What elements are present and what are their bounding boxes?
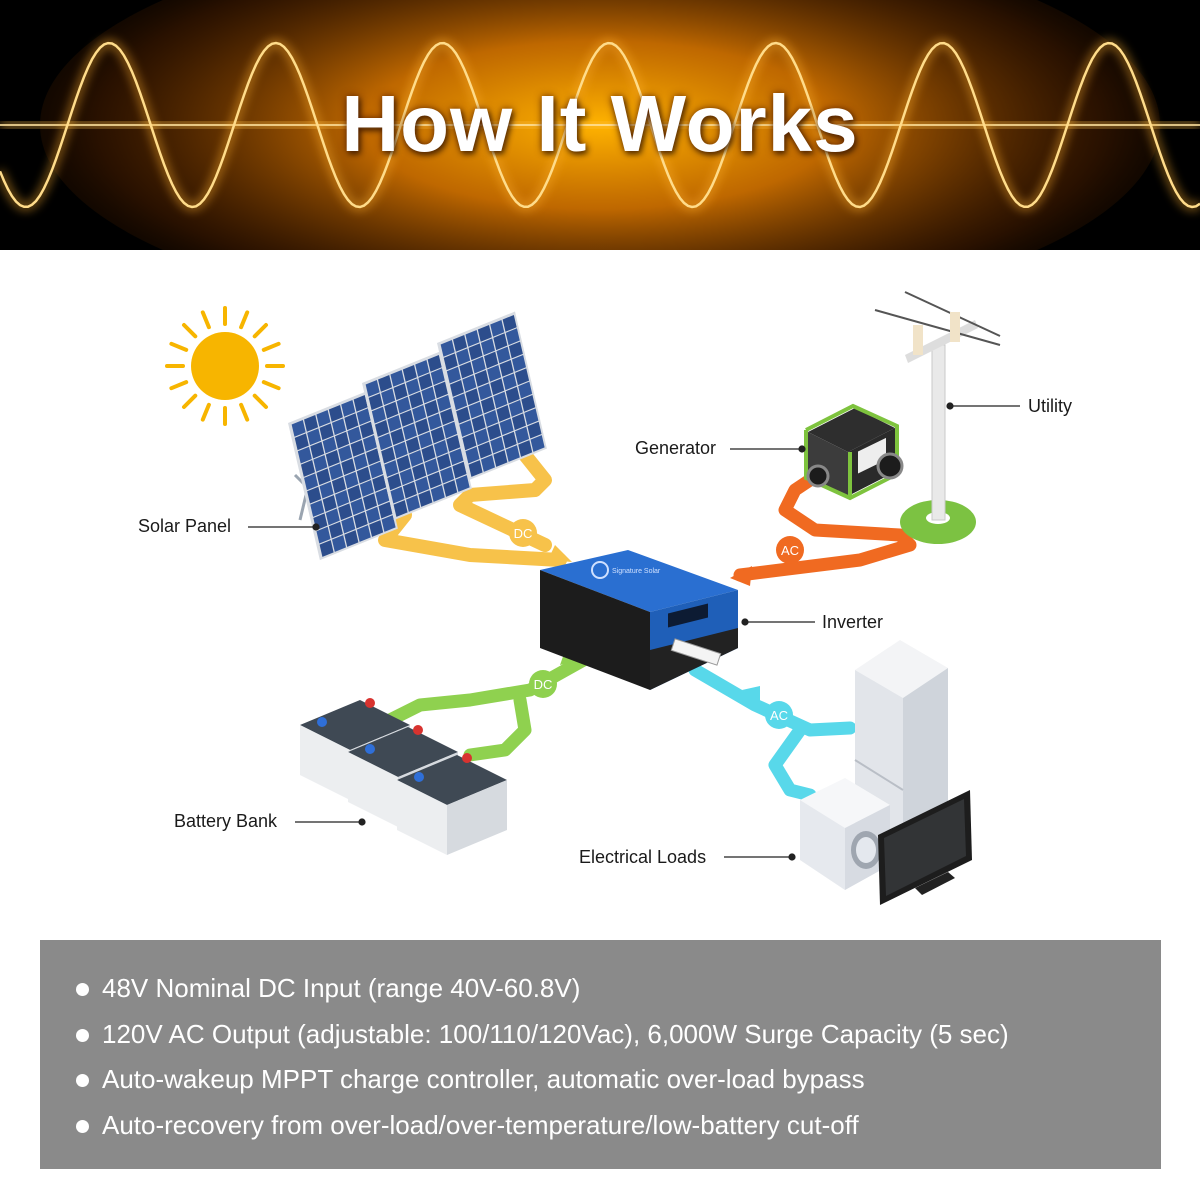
sun-ray [252,323,268,339]
generator-icon [804,403,904,501]
callout-leader-lines [248,402,1020,861]
electrical-loads-label: Electrical Loads [579,847,707,867]
sun-ray [252,393,268,409]
loads-ac-badge: AC [765,701,793,729]
sun-ray [182,323,198,339]
page-title: How It Works [341,79,859,168]
feature-item: Auto-wakeup MPPT charge controller, auto… [76,1057,1161,1103]
feature-text: Auto-wakeup MPPT charge controller, auto… [102,1064,865,1094]
bullet-icon [76,1119,89,1133]
sun-ray [200,402,211,422]
battery-dc-label: DC [534,677,553,692]
inverter-label: Inverter [822,612,884,632]
battery-dc-badge: DC [529,670,557,698]
sun-ray [200,310,211,330]
washing-machine-icon [800,778,890,890]
sun-ray [261,380,281,391]
battery-unit [397,753,507,855]
sun-ray [169,341,189,352]
inverter-brand-label: Signature Solar [612,568,661,575]
feature-item: 48V Nominal DC Input (range 40V-60.8V) [76,966,1161,1012]
solar-dc-label: DC [514,526,533,541]
generator-ac-badge: AC [776,536,804,564]
sun-icon [165,306,285,426]
inverter-icon: Signature Solar [540,550,738,690]
solar-module [362,351,472,521]
loads-arrow [742,686,760,702]
solar-panel-icon [288,311,547,561]
solar-module [288,391,398,561]
solar-module [437,311,547,481]
diagram-canvas: Signature Solar [165,291,1020,905]
utility-pole-icon [874,291,1001,544]
sun-ray [182,393,198,409]
feature-text: Auto-recovery from over-load/over-temper… [102,1109,859,1140]
features-box: 48V Nominal DC Input (range 40V-60.8V) 1… [40,940,1161,1169]
generator-arrow [730,566,752,586]
feature-text: 120V AC Output (adjustable: 100/110/120V… [102,1018,1009,1049]
feature-text: 48V Nominal DC Input (range 40V-60.8V) [102,973,581,1003]
solar-arrow [548,545,572,562]
system-diagram: Signature Solar [0,250,1200,940]
bullet-icon [76,1028,89,1042]
loads-connection-line [688,663,857,802]
banner: How It Works [0,0,1200,250]
utility-label: Utility [1028,396,1072,416]
battery-bank-label: Battery Bank [174,811,278,831]
loads-ac-label: AC [770,708,788,723]
bullet-icon [76,983,89,996]
bullet-icon [76,1074,89,1087]
generator-connection-line [733,463,917,582]
generator-label: Generator [635,438,717,458]
feature-item: 120V AC Output (adjustable: 100/110/120V… [76,1012,1161,1058]
feature-item: Auto-recovery from over-load/over-temper… [76,1103,1161,1149]
solar-dc-badge: DC [509,519,537,547]
solar-panel-label: Solar Panel [138,516,232,536]
sun-ray [261,341,281,352]
generator-ac-label: AC [781,543,799,558]
sun-ray [239,402,250,422]
battery-bank-icon [300,698,507,855]
sun-ray [169,380,189,391]
sine-wave-graphic [0,0,1200,250]
television-icon [878,790,972,905]
sun-ray [239,310,250,330]
